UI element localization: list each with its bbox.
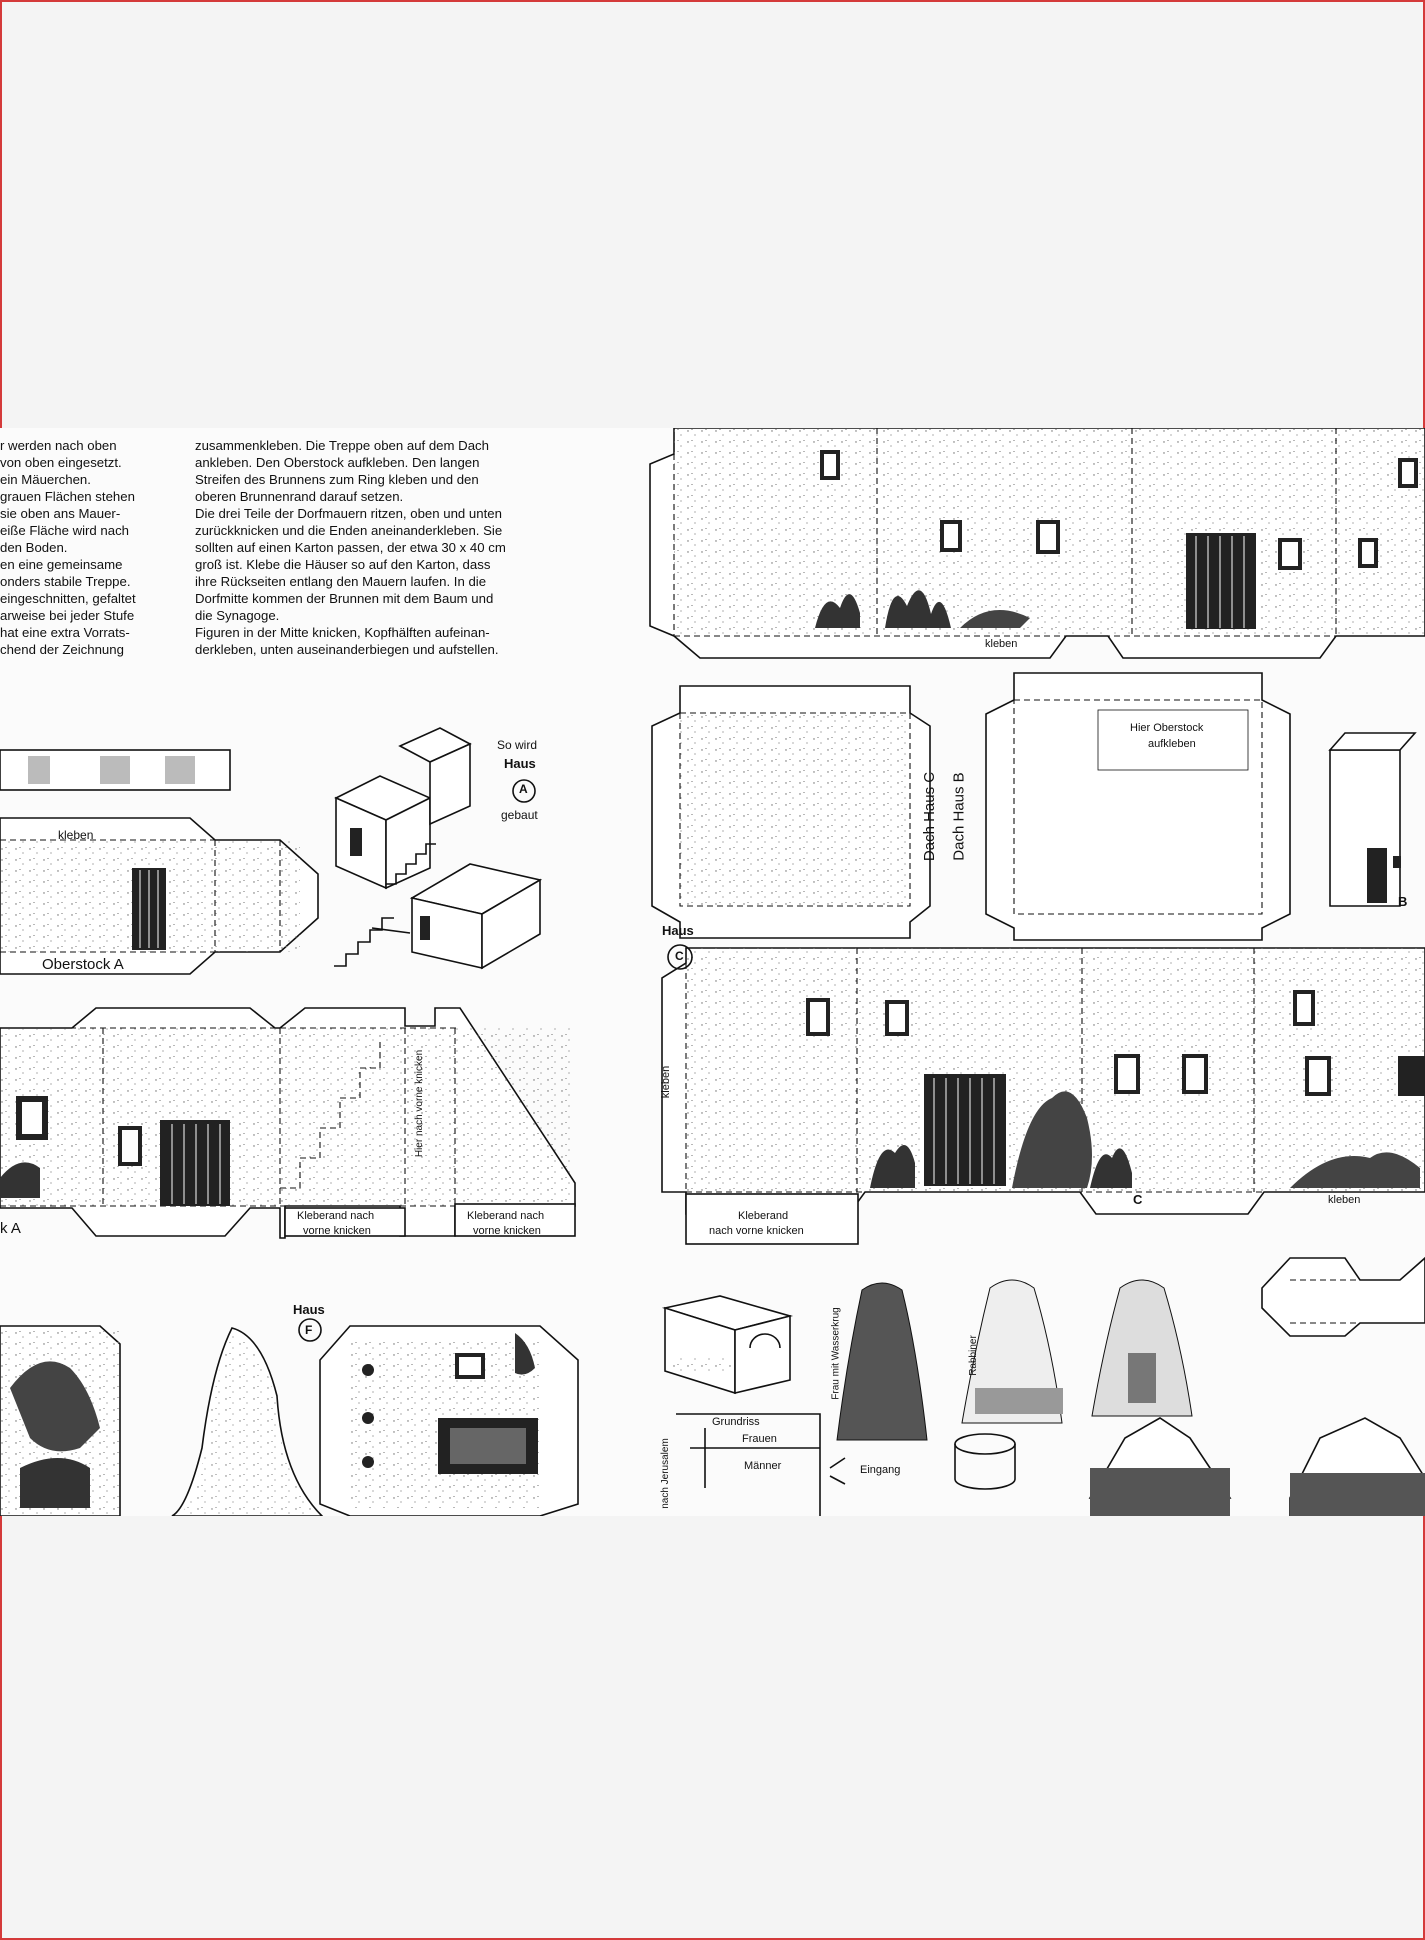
label-dach-haus-c: Dach Haus C [921,771,939,862]
label-letter-f: F [305,1323,313,1337]
house-a-illustration [334,727,543,970]
circle-a [512,779,536,803]
cutout-artwork [0,428,1425,1516]
synagogue-and-figures [661,1256,1425,1516]
instruction-column-left: r werden nach oben von oben eingesetzt. … [0,438,136,657]
roof-pieces [651,672,1417,941]
label-grundriss: Grundriss [712,1416,760,1428]
label-kleberand-3a: Kleberand [738,1210,789,1222]
label-kleberand-2a: Kleberand nach [467,1210,545,1222]
oberstock-a [0,749,319,975]
label-gebaut: gebaut [501,808,538,822]
label-haus-f: Haus [293,1302,325,1317]
label-maenner: Männer [744,1460,782,1472]
wall-strip-left [0,1007,576,1239]
label-hier-oberstock-2: aufkleben [1148,738,1196,750]
label-letter-c: C [675,949,684,963]
label-hier-nach-vorne: Hier nach vorne knicken [414,1049,426,1158]
label-k-a: k A [0,1220,21,1237]
label-oberstock-a: Oberstock A [42,956,124,973]
wall-strip-top [649,428,1425,659]
instruction-column-right: zusammenkleben. Die Treppe oben auf dem … [195,438,506,657]
label-kleben-top: kleben [985,638,1018,650]
craft-sheet: r werden nach oben von oben eingesetzt. … [0,428,1425,1516]
circle-f [298,1318,322,1342]
label-so-wird: So wird [497,738,538,752]
label-nach-jerusalem: nach Jerusalem [659,1438,671,1509]
label-hier-oberstock-1: Hier Oberstock [1130,722,1204,734]
label-kleben-oberstock: kleben [58,828,94,842]
label-dach-haus-b: Dach Haus B [950,772,968,861]
label-kleberand-1b: vorne knicken [303,1225,371,1237]
label-kleberand-3b: nach vorne knicken [709,1225,804,1237]
label-haus-a: Haus [504,756,536,771]
label-c-mark: C [1133,1192,1143,1207]
label-kleberand-1a: Kleberand nach [297,1210,375,1222]
label-rabbiner: Rabbiner [967,1335,979,1376]
label-frauen: Frauen [742,1433,777,1445]
label-letter-b: B [1398,894,1408,909]
label-kleberand-2b: vorne knicken [473,1225,541,1237]
label-kleben-bottom: kleben [1328,1194,1361,1206]
label-eingang: Eingang [860,1464,901,1476]
house-c-strip [661,947,1425,1245]
circle-c [667,944,693,970]
label-kleben-side: kleben [660,1065,673,1099]
label-frau-wasserkrug: Frau mit Wasserkrug [830,1307,842,1400]
bottom-left-pieces [0,1325,579,1516]
label-haus-c: Haus [662,923,694,938]
label-letter-a: A [519,782,528,796]
